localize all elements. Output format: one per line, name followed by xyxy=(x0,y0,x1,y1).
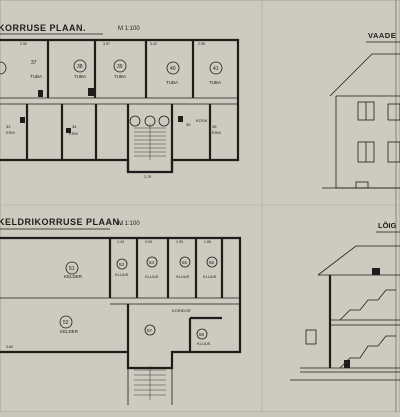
room-name: KORIDOR xyxy=(172,308,191,313)
room-num: 33 xyxy=(6,124,11,129)
room-num: 53 xyxy=(119,262,125,267)
room-num: 55 xyxy=(182,260,188,265)
dim-label: 3.42 xyxy=(150,42,157,46)
upper-plan-title: KORRUSE PLAAN. xyxy=(0,23,86,33)
room-num: 51 xyxy=(69,266,75,272)
room-name: ESIK xyxy=(212,130,221,135)
lower-plan-scale: M 1:100 xyxy=(118,221,140,227)
dim-label: 2.95 xyxy=(198,42,205,46)
room-name: KÖÖK xyxy=(196,118,208,123)
room-name: TUBA xyxy=(166,80,178,85)
room-num: 58 xyxy=(199,332,205,337)
dim-label: 3.95 xyxy=(145,240,152,244)
room-num: 39 xyxy=(117,64,123,70)
dim-label: 1.85 xyxy=(204,240,211,244)
room-num: 40 xyxy=(170,66,176,72)
upper-plan-scale: M 1:100 xyxy=(118,26,140,32)
room-name: KELDER xyxy=(64,274,83,279)
room-num: 37 xyxy=(31,60,37,66)
room-num: 38 xyxy=(77,64,83,70)
room-name: TUBA xyxy=(209,80,221,85)
room-num: 36 xyxy=(212,124,217,129)
room-name: KLUUS xyxy=(203,274,217,279)
elevation-view: VAADE xyxy=(322,31,400,189)
basement-floor-plan: KELDRIKORRUSE PLAAN. M 1:100 51 xyxy=(0,217,242,405)
room-name: TUBA xyxy=(30,74,42,79)
room-num: 57 xyxy=(147,328,153,333)
room-num: 41 xyxy=(213,66,219,72)
elevation-title: VAADE xyxy=(368,31,396,40)
lower-plan-title: KELDRIKORRUSE PLAAN. xyxy=(0,217,123,227)
room-name: KLUUS xyxy=(115,272,129,277)
dim-label: 1.43 xyxy=(117,240,124,244)
room-num: 52 xyxy=(63,320,69,326)
room-num: 54 xyxy=(149,260,155,265)
room-name: KLUUS xyxy=(176,274,190,279)
room-name: KELDER xyxy=(60,329,79,334)
dim-label: 3.57 xyxy=(103,42,110,46)
section-title: LÕIG xyxy=(378,221,396,230)
room-name: KLUUS xyxy=(197,341,211,346)
room-name: KLUUS xyxy=(145,274,159,279)
room-name: ESIK xyxy=(69,131,78,136)
room-name: TUBA xyxy=(114,74,126,79)
upper-floor-plan: KORRUSE PLAAN. M 1:100 xyxy=(0,23,240,179)
room-name: TUBA xyxy=(74,74,86,79)
room-name: ESIK xyxy=(6,130,15,135)
dim-label: 2.78 xyxy=(144,175,151,179)
dim-label: 2.90 xyxy=(20,42,27,46)
room-num: 34 xyxy=(72,124,77,129)
section-view: LÕIG xyxy=(290,221,400,381)
dim-label: 1.95 xyxy=(176,240,183,244)
dim-label: 3.60 xyxy=(6,345,13,349)
room-num: 56 xyxy=(209,260,215,265)
room-num: 35 xyxy=(186,122,191,127)
